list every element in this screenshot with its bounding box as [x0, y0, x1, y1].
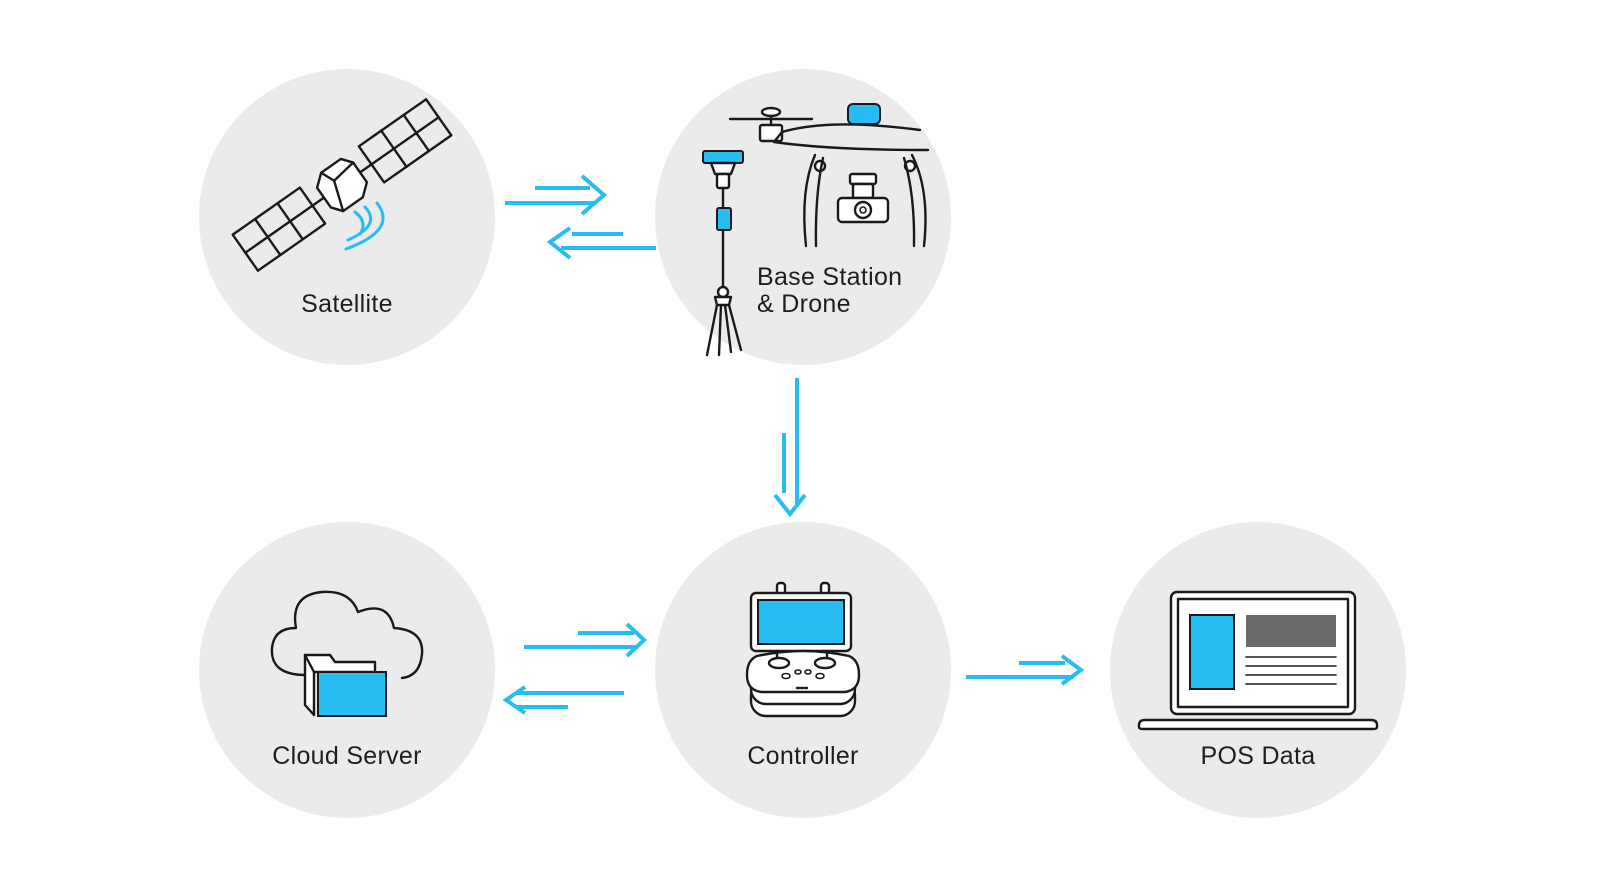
node-pos-label: POS Data	[1201, 742, 1316, 770]
arrow-cloud-to-controller	[524, 622, 647, 658]
arrow-base-station-to-controller	[773, 378, 807, 518]
arrow-satellite-to-base-station	[505, 174, 608, 216]
base-station-icon	[702, 150, 744, 357]
arrow-controller-to-cloud	[502, 685, 624, 715]
node-base-station: Base Station & Drone	[655, 69, 951, 365]
node-base-station-circle	[655, 69, 951, 365]
remote-controller-icon	[745, 581, 861, 718]
arrow-controller-to-pos	[966, 654, 1085, 686]
node-satellite-label: Satellite	[301, 290, 393, 318]
node-pos: POS Data	[1110, 522, 1406, 818]
node-controller: Controller	[655, 522, 951, 818]
node-base-station-label-line1: Base Station	[757, 263, 902, 291]
node-satellite: Satellite	[199, 69, 495, 365]
node-controller-label: Controller	[747, 742, 858, 770]
signal-waves-icon	[344, 201, 385, 251]
drone-icon	[728, 103, 930, 248]
satellite-icon	[231, 98, 453, 272]
laptop-icon	[1137, 590, 1379, 731]
node-cloud-label: Cloud Server	[272, 742, 422, 770]
cloud-folder-icon	[270, 590, 424, 717]
arrow-base-station-to-satellite	[546, 226, 656, 260]
node-cloud: Cloud Server	[199, 522, 495, 818]
node-base-station-label-line2: & Drone	[757, 290, 851, 318]
node-satellite-circle	[199, 69, 495, 365]
